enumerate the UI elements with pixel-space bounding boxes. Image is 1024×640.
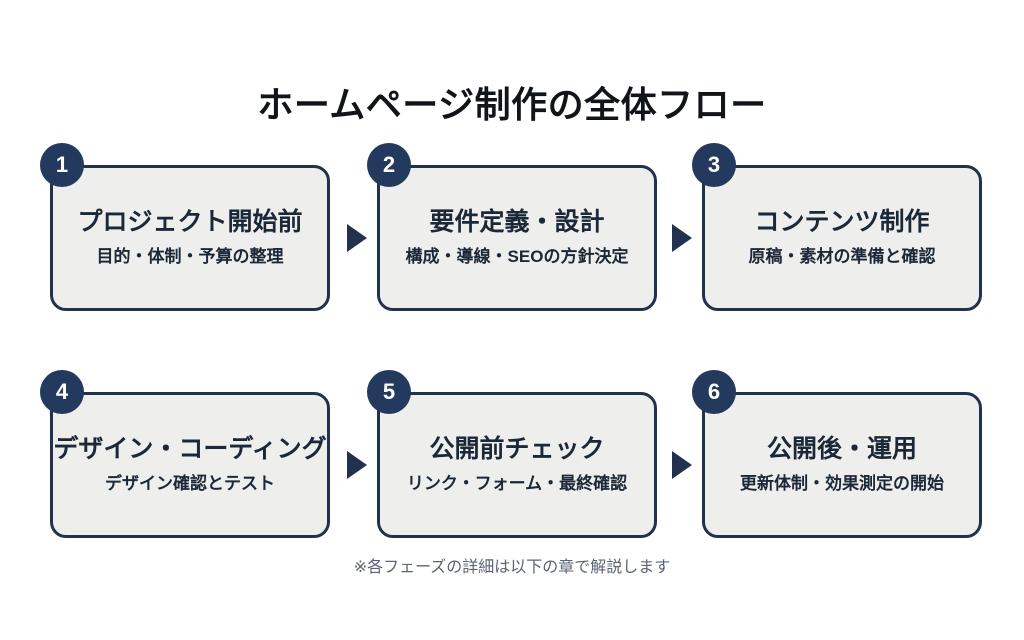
arrow-right-triangle-icon xyxy=(672,224,692,252)
flow-step-card-2[interactable]: 要件定義・設計 構成・導線・SEOの方針決定 xyxy=(377,165,657,311)
step-number-badge-5: 5 xyxy=(367,370,411,414)
flow-step-subtitle-5: リンク・フォーム・最終確認 xyxy=(406,474,628,494)
flow-step-card-1[interactable]: プロジェクト開始前 目的・体制・予算の整理 xyxy=(50,165,330,311)
arrow-right-triangle-icon xyxy=(672,451,692,479)
flow-step-title-5: 公開前チェック xyxy=(429,435,605,464)
flow-step-title-3: コンテンツ制作 xyxy=(754,208,930,237)
flow-step-title-1: プロジェクト開始前 xyxy=(77,208,303,237)
step-number-badge-4: 4 xyxy=(40,370,84,414)
arrow-right-triangle-icon xyxy=(347,451,367,479)
step-number-badge-6: 6 xyxy=(692,370,736,414)
flow-step-subtitle-3: 原稿・素材の準備と確認 xyxy=(748,247,936,267)
flow-step-title-2: 要件定義・設計 xyxy=(429,208,605,237)
arrow-right-triangle-icon xyxy=(347,224,367,252)
footer-note: ※各フェーズの詳細は以下の章で解説します xyxy=(353,559,671,576)
flow-step-subtitle-6: 更新体制・効果測定の開始 xyxy=(740,474,944,494)
flow-step-card-5[interactable]: 公開前チェック リンク・フォーム・最終確認 xyxy=(377,392,657,538)
step-number-badge-1: 1 xyxy=(40,143,84,187)
flow-step-title-4: デザイン・コーディング xyxy=(53,435,327,464)
step-number-badge-3: 3 xyxy=(692,143,736,187)
flow-step-card-3[interactable]: コンテンツ制作 原稿・素材の準備と確認 xyxy=(702,165,982,311)
flow-step-card-4[interactable]: デザイン・コーディング デザイン確認とテスト xyxy=(50,392,330,538)
step-number-badge-2: 2 xyxy=(367,143,411,187)
flow-step-subtitle-2: 構成・導線・SEOの方針決定 xyxy=(405,247,629,267)
flow-step-card-6[interactable]: 公開後・運用 更新体制・効果測定の開始 xyxy=(702,392,982,538)
flow-step-title-6: 公開後・運用 xyxy=(766,435,917,464)
page-title: ホームページ制作の全体フロー xyxy=(257,84,767,125)
flow-step-subtitle-1: 目的・体制・予算の整理 xyxy=(96,247,284,267)
flow-step-subtitle-4: デザイン確認とテスト xyxy=(105,474,275,494)
